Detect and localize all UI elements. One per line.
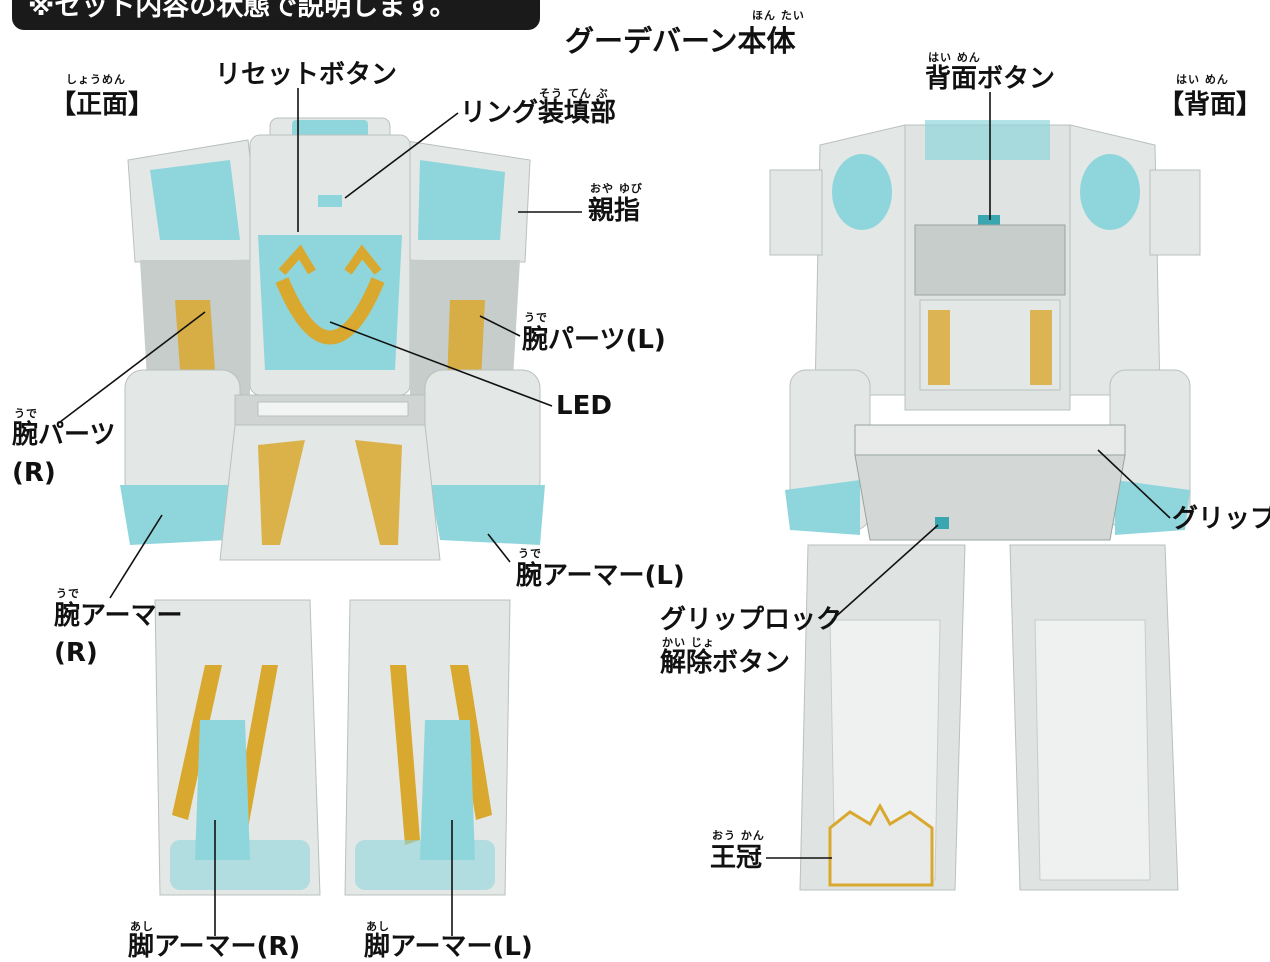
notice-banner: ※セット内容の状態で説明します。 bbox=[12, 0, 540, 30]
main-title: グーデバーン本体 bbox=[565, 24, 796, 58]
label-ring-slot: リング装填部 bbox=[460, 98, 617, 128]
label-arm-armor-l: 腕アーマー(L) bbox=[516, 561, 685, 591]
back-figure bbox=[769, 120, 1201, 891]
back-heading-ruby: はい めん bbox=[1176, 73, 1229, 86]
label-grip-lock-release: 解除ボタン bbox=[660, 648, 791, 678]
label-grip-lock-release-ruby: かい じょ bbox=[662, 636, 715, 649]
label-arm-parts-l-ruby: うで bbox=[524, 311, 548, 324]
front-figure bbox=[120, 117, 545, 896]
label-arm-armor-r-ruby: うで bbox=[56, 587, 80, 600]
label-ring-slot-ruby: そう てん ぶ bbox=[539, 87, 609, 100]
label-arm-parts-l: 腕パーツ(L) bbox=[522, 325, 666, 355]
label-arm-armor-r-side: (R) bbox=[54, 638, 98, 668]
label-arm-parts-r-side: (R) bbox=[12, 458, 56, 488]
label-arm-parts-r: 腕パーツ bbox=[12, 420, 116, 450]
front-heading-ruby: しょうめん bbox=[66, 73, 126, 86]
label-led: LED bbox=[556, 391, 612, 421]
label-crown-ruby: おう かん bbox=[712, 829, 765, 842]
label-arm-armor-l-ruby: うで bbox=[518, 547, 542, 560]
label-leg-armor-l-ruby: あし bbox=[366, 920, 390, 933]
label-thumb-ruby: おや ゆび bbox=[590, 182, 643, 195]
label-arm-armor-r: 腕アーマー bbox=[54, 601, 183, 631]
label-back-button-ruby: はい めん bbox=[928, 51, 981, 64]
label-back-button: 背面ボタン bbox=[925, 64, 1056, 94]
label-leg-armor-l: 脚アーマー(L) bbox=[364, 932, 533, 962]
label-arm-parts-r-ruby: うで bbox=[14, 407, 38, 420]
label-leg-armor-r-ruby: あし bbox=[130, 920, 154, 933]
main-title-ruby: ほん たい bbox=[752, 9, 805, 22]
label-grip: グリップ bbox=[1172, 504, 1270, 534]
leader-lines bbox=[59, 88, 1171, 936]
label-reset-button: リセットボタン bbox=[215, 60, 398, 90]
label-crown: 王冠 bbox=[710, 843, 763, 873]
label-grip-lock: グリップロック bbox=[660, 605, 843, 635]
label-leg-armor-r: 脚アーマー(R) bbox=[128, 932, 301, 962]
label-thumb: 親指 bbox=[588, 196, 641, 226]
back-heading: 【背面】 bbox=[1158, 90, 1263, 120]
front-heading: 【正面】 bbox=[50, 90, 155, 120]
